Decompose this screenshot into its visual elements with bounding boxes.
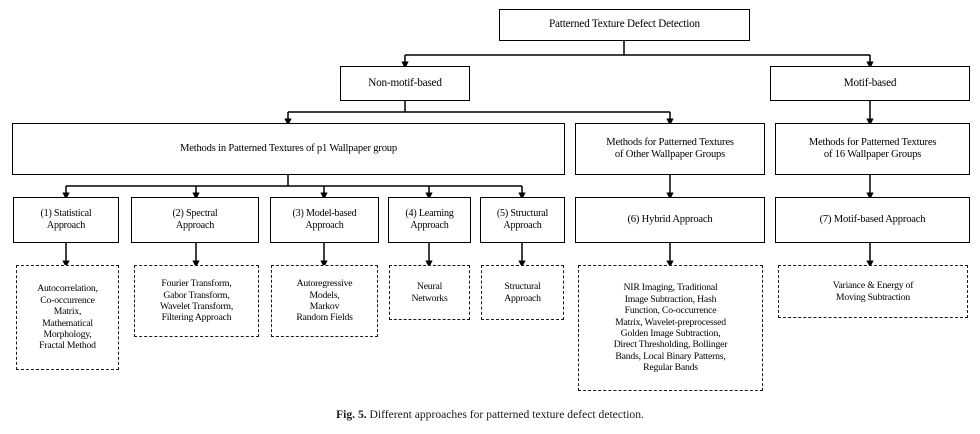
node-structural-methods: Structural Approach — [481, 265, 564, 320]
node-p1-wallpaper-group: Methods in Patterned Textures of p1 Wall… — [12, 123, 565, 175]
node-motif-based-approach: (7) Motif-based Approach — [775, 197, 970, 243]
node-non-motif-based-label: Non-motif-based — [368, 76, 442, 89]
node-root: Patterned Texture Defect Detection — [499, 9, 750, 41]
node-model-based-methods: Autoregressive Models, Markov Random Fie… — [271, 265, 378, 337]
node-hybrid-methods: NIR Imaging, Traditional Image Subtracti… — [578, 265, 763, 391]
node-hybrid-methods-label: NIR Imaging, Traditional Image Subtracti… — [613, 282, 728, 374]
node-statistical-approach-label: (1) Statistical Approach — [40, 208, 92, 231]
node-spectral-approach: (2) Spectral Approach — [131, 197, 259, 243]
figure-caption: Fig. 5. Different approaches for pattern… — [0, 408, 980, 421]
node-learning-methods: Neural Networks — [389, 265, 470, 320]
node-structural-approach-label: (5) Structural Approach — [496, 208, 549, 231]
node-learning-approach: (4) Learning Approach — [388, 197, 471, 243]
node-other-wallpaper-groups-label: Methods for Patterned Textures of Other … — [606, 136, 734, 161]
figure-caption-text: Different approaches for patterned textu… — [366, 408, 644, 421]
node-model-based-approach: (3) Model-based Approach — [270, 197, 379, 243]
node-motif-based-label: Motif-based — [843, 76, 897, 89]
node-motif-based-approach-label: (7) Motif-based Approach — [819, 213, 926, 225]
node-p1-wallpaper-group-label: Methods in Patterned Textures of p1 Wall… — [179, 142, 397, 154]
node-structural-approach: (5) Structural Approach — [480, 197, 565, 243]
node-hybrid-approach-label: (6) Hybrid Approach — [627, 213, 713, 225]
node-spectral-methods-label: Fourier Transform, Gabor Transform, Wave… — [159, 278, 234, 324]
node-16-wallpaper-groups: Methods for Patterned Textures of 16 Wal… — [775, 123, 970, 175]
node-learning-methods-label: Neural Networks — [411, 281, 448, 304]
node-spectral-methods: Fourier Transform, Gabor Transform, Wave… — [134, 265, 259, 337]
node-model-based-methods-label: Autoregressive Models, Markov Random Fie… — [296, 278, 353, 324]
node-other-wallpaper-groups: Methods for Patterned Textures of Other … — [575, 123, 765, 175]
figure-caption-label: Fig. 5. — [336, 408, 367, 421]
node-statistical-approach: (1) Statistical Approach — [13, 197, 119, 243]
node-learning-approach-label: (4) Learning Approach — [405, 208, 454, 231]
node-spectral-approach-label: (2) Spectral Approach — [172, 208, 218, 231]
node-model-based-approach-label: (3) Model-based Approach — [292, 208, 357, 231]
node-root-label: Patterned Texture Defect Detection — [549, 18, 700, 31]
node-motif-based-methods-label: Variance & Energy of Moving Subtraction — [832, 280, 914, 303]
node-hybrid-approach: (6) Hybrid Approach — [575, 197, 765, 243]
node-motif-based-methods: Variance & Energy of Moving Subtraction — [778, 265, 968, 318]
node-statistical-methods-label: Autocorrelation, Co-occurrence Matrix, M… — [37, 283, 98, 352]
node-16-wallpaper-groups-label: Methods for Patterned Textures of 16 Wal… — [808, 136, 937, 161]
node-statistical-methods: Autocorrelation, Co-occurrence Matrix, M… — [16, 265, 119, 370]
node-non-motif-based: Non-motif-based — [340, 66, 470, 101]
node-structural-methods-label: Structural Approach — [504, 281, 541, 304]
node-motif-based: Motif-based — [770, 66, 970, 101]
